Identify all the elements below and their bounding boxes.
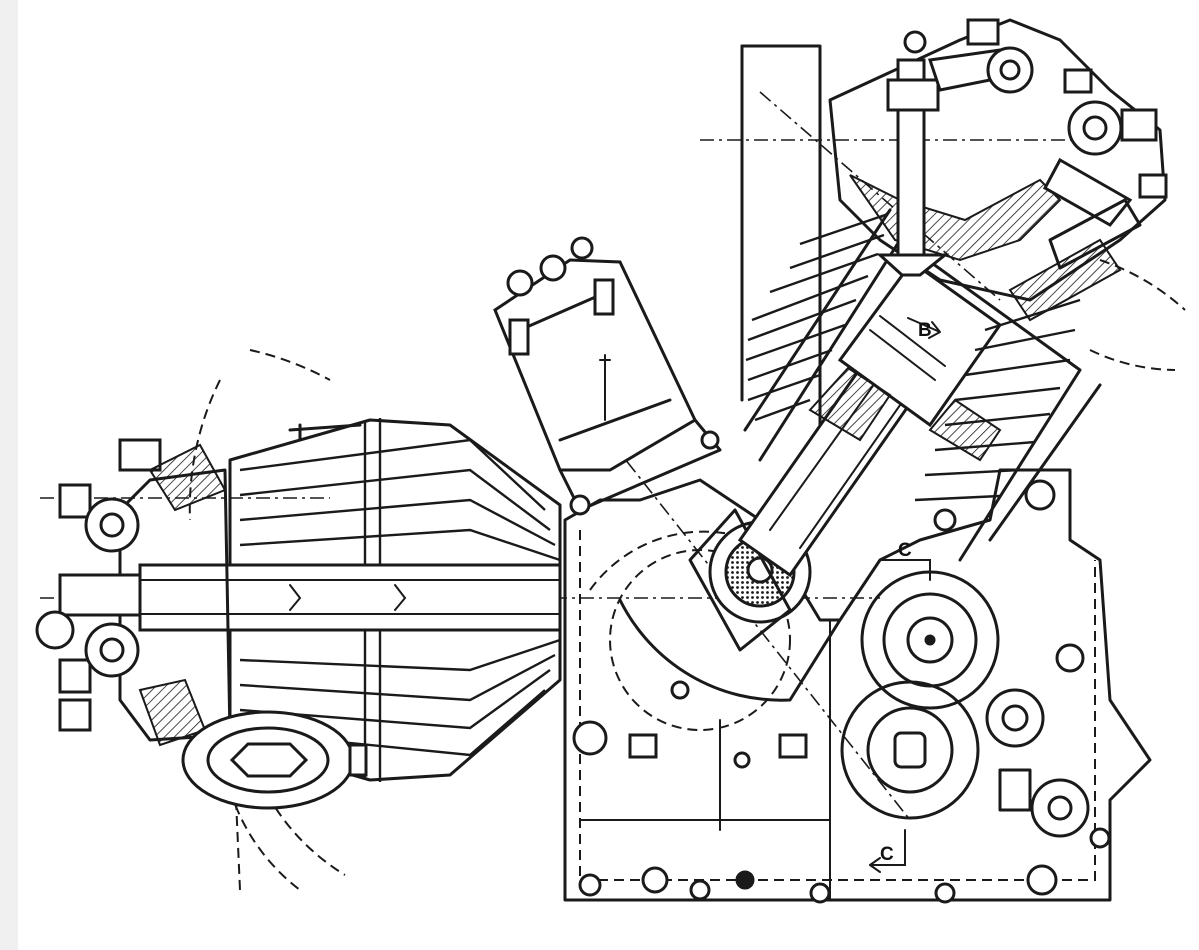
section-label-b: B <box>918 320 932 341</box>
cylinder-fins-left <box>745 212 889 422</box>
section-markers: B C C <box>869 317 941 873</box>
cylinder <box>743 208 1102 562</box>
cylinder-head <box>828 18 1168 322</box>
timing-gears <box>840 570 1090 838</box>
horizontal-cylinder <box>35 418 562 810</box>
crankcase <box>563 468 1152 904</box>
section-label-c-upper: C <box>898 540 912 561</box>
mounting-holes <box>572 479 1111 904</box>
page-margin <box>0 0 18 950</box>
cylinder-fins-right <box>914 298 1081 502</box>
exhaust-pipe <box>740 44 822 442</box>
section-label-c-lower: C <box>880 844 894 865</box>
magneto <box>493 236 722 516</box>
